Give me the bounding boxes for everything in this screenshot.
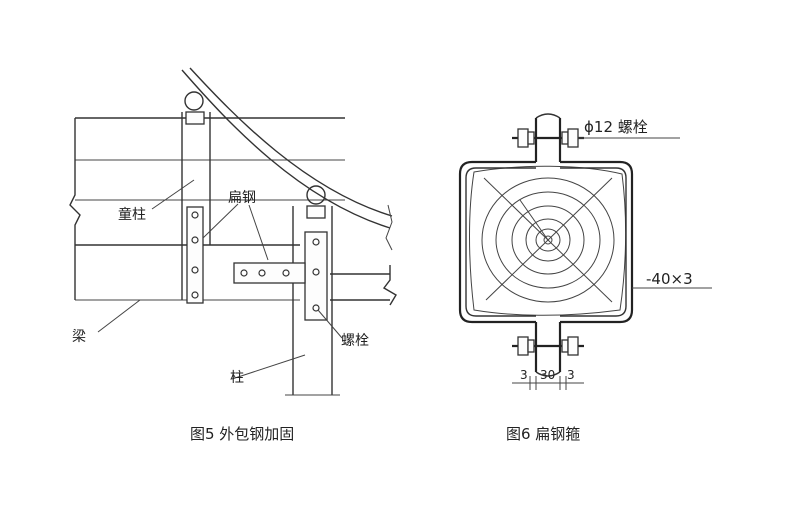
dim-right: 3 bbox=[567, 368, 575, 382]
figure5-caption: 图5 外包钢加固 bbox=[190, 425, 294, 443]
label-bolt: 螺栓 bbox=[341, 333, 369, 349]
dimension-line bbox=[512, 376, 584, 390]
leader-lines bbox=[97, 179, 343, 380]
figure6-drawing: ϕ12 螺栓 -40×3 3 30 3 图6 扁钢箍 bbox=[458, 113, 712, 443]
top-bolt bbox=[512, 128, 584, 148]
label-strip-size: -40×3 bbox=[646, 270, 693, 288]
dim-left: 3 bbox=[520, 368, 528, 382]
label-bolt-spec: ϕ12 螺栓 bbox=[584, 118, 648, 136]
main-column bbox=[233, 185, 340, 396]
bottom-bolt bbox=[512, 336, 584, 356]
label-flat-steel: 扁钢 bbox=[228, 190, 256, 206]
queen-post bbox=[181, 91, 211, 304]
figure5-drawing: 童柱 扁钢 梁 螺栓 柱 图5 外包钢加固 bbox=[69, 67, 397, 443]
label-queen-post: 童柱 bbox=[118, 206, 146, 223]
label-beam: 梁 bbox=[72, 329, 86, 345]
figure6-caption: 图6 扁钢箍 bbox=[506, 425, 580, 443]
rafter bbox=[181, 67, 393, 251]
dim-mid: 30 bbox=[540, 368, 555, 382]
steel-hoop bbox=[458, 113, 634, 377]
timber-section bbox=[469, 165, 627, 316]
label-column: 柱 bbox=[230, 370, 244, 386]
